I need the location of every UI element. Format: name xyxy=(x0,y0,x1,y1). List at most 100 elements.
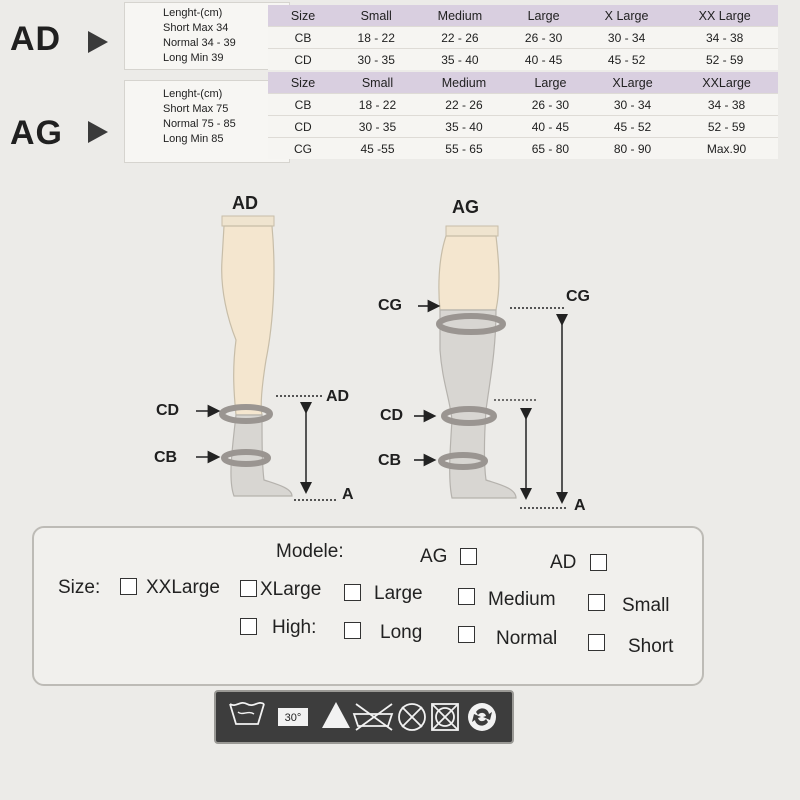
high-short-checkbox[interactable] xyxy=(588,634,605,651)
ad-a-label: A xyxy=(342,486,354,503)
cell: 34 - 38 xyxy=(671,26,778,49)
cell: 34 - 38 xyxy=(675,93,778,116)
ag-header-size: Size xyxy=(268,72,338,94)
table-row: CG 45 -55 55 - 65 65 - 80 80 - 90 Max.90 xyxy=(268,137,778,159)
ag-header-xlarge: XLarge xyxy=(589,72,676,94)
ad-leg xyxy=(196,215,338,501)
cell: 22 - 26 xyxy=(414,26,506,49)
model-ad-checkbox[interactable] xyxy=(590,554,607,571)
ag-length-short: Short Max 75 xyxy=(163,103,229,115)
ad-length-box: Lenght-(cm) Short Max 34 Normal 34 - 39 … xyxy=(124,2,290,70)
care-symbols-bar xyxy=(214,690,514,744)
no-tumble-dryer-icon xyxy=(431,703,459,731)
high-short-label: Short xyxy=(628,636,674,657)
model-label: Modele: xyxy=(276,541,344,562)
ad-length-long: Long Min 39 xyxy=(163,52,224,64)
model-ag-label: AG xyxy=(420,546,448,567)
cell: 45 - 52 xyxy=(581,48,672,70)
ag-a-label: A xyxy=(574,497,586,514)
size-medium-checkbox[interactable] xyxy=(458,588,475,605)
high-long-label: Long xyxy=(380,622,423,643)
size-label: Size: xyxy=(58,577,101,598)
cell: 30 - 35 xyxy=(338,48,415,70)
cell: CD xyxy=(268,115,338,138)
size-xlarge-checkbox[interactable] xyxy=(240,580,257,597)
ag-length-title: Lenght-(cm) xyxy=(163,88,223,100)
table-row: CD 30 - 35 35 - 40 40 - 45 45 - 52 52 - … xyxy=(268,48,778,70)
cell: 55 - 65 xyxy=(416,137,511,159)
ag-table-header: Size Small Medium Large XLarge XXLarge xyxy=(268,72,778,94)
model-ag-checkbox[interactable] xyxy=(460,548,477,565)
ag-cg-left-label: CG xyxy=(378,297,402,314)
cell: 18 - 22 xyxy=(338,26,415,49)
ag-code: AG xyxy=(10,114,63,152)
ad-header-large: Large xyxy=(505,5,582,27)
cell: CB xyxy=(268,26,338,49)
ag-size-table: Size Small Medium Large XLarge XXLarge C… xyxy=(268,72,778,159)
cell: 45 -55 xyxy=(338,137,417,159)
high-normal-checkbox[interactable] xyxy=(458,626,475,643)
table-row: CD 30 - 35 35 - 40 40 - 45 45 - 52 52 - … xyxy=(268,115,778,138)
model-ad-label: AD xyxy=(550,552,577,573)
ad-length-title: Lenght-(cm) xyxy=(163,7,223,19)
cell: 22 - 26 xyxy=(416,93,511,116)
cell: 52 - 59 xyxy=(675,115,778,138)
ad-header-medium: Medium xyxy=(414,5,506,27)
cell: 26 - 30 xyxy=(505,26,582,49)
size-large-checkbox[interactable] xyxy=(344,584,361,601)
size-xxlarge-label: XXLarge xyxy=(146,577,220,598)
table-row: CB 18 - 22 22 - 26 26 - 30 30 - 34 34 - … xyxy=(268,26,778,49)
cell: CB xyxy=(268,93,338,116)
ad-code: AD xyxy=(10,20,62,58)
no-dry-clean-icon xyxy=(398,703,426,731)
cell: 52 - 59 xyxy=(671,48,778,70)
ag-length-normal: Normal 75 - 85 xyxy=(163,118,236,130)
ad-top-label: AD xyxy=(326,388,350,405)
size-small-checkbox[interactable] xyxy=(588,594,605,611)
ag-header-xxlarge: XXLarge xyxy=(675,72,778,94)
table-row: CB 18 - 22 22 - 26 26 - 30 30 - 34 34 - … xyxy=(268,93,778,116)
cell: CG xyxy=(268,137,338,159)
ag-cg-right-label: CG xyxy=(566,288,590,305)
ad-header-xxlarge: XX Large xyxy=(671,5,778,27)
ad-arrow-icon xyxy=(88,31,108,53)
ag-length-long: Long Min 85 xyxy=(163,133,224,145)
recycle-icon xyxy=(468,703,496,731)
ag-leg xyxy=(414,225,568,509)
temp-text: 30° xyxy=(285,712,302,724)
temp-30-icon: 30° xyxy=(278,708,308,726)
high-checkbox[interactable] xyxy=(240,618,257,635)
ag-header-medium: Medium xyxy=(416,72,511,94)
ag-cd-label: CD xyxy=(380,407,404,424)
high-long-checkbox[interactable] xyxy=(344,622,361,639)
cell: 65 - 80 xyxy=(510,137,590,159)
cell: Max.90 xyxy=(675,137,778,159)
ad-diagram-title: AD xyxy=(232,193,258,213)
cell: 26 - 30 xyxy=(510,93,590,116)
ag-length-box: Lenght-(cm) Short Max 75 Normal 75 - 85 … xyxy=(124,80,290,163)
cell: CD xyxy=(268,48,338,70)
wash-30-icon xyxy=(229,701,265,725)
bleach-allowed-icon xyxy=(322,702,350,728)
size-xxlarge-checkbox[interactable] xyxy=(120,578,137,595)
ad-header-small: Small xyxy=(338,5,415,27)
ag-diagram-title: AG xyxy=(452,197,479,217)
size-small-label: Small xyxy=(622,595,670,616)
cell: 80 - 90 xyxy=(589,137,676,159)
cell: 30 - 34 xyxy=(581,26,672,49)
no-tumble-dry-icon xyxy=(352,703,394,731)
ad-table-header: Size Small Medium Large X Large XX Large xyxy=(268,5,778,27)
cell: 40 - 45 xyxy=(505,48,582,70)
cell: 30 - 35 xyxy=(338,115,417,138)
ad-length-normal: Normal 34 - 39 xyxy=(163,37,236,49)
ad-size-table: Size Small Medium Large X Large XX Large… xyxy=(268,5,778,70)
size-xlarge-label: XLarge xyxy=(260,579,322,600)
ag-arrow-icon xyxy=(88,121,108,143)
size-large-label: Large xyxy=(374,583,423,604)
ad-cd-label: CD xyxy=(156,402,180,419)
ad-header-xlarge: X Large xyxy=(581,5,672,27)
high-normal-label: Normal xyxy=(496,628,558,649)
high-label: High: xyxy=(272,617,317,638)
cell: 35 - 40 xyxy=(416,115,511,138)
ag-cb-label: CB xyxy=(378,452,402,469)
